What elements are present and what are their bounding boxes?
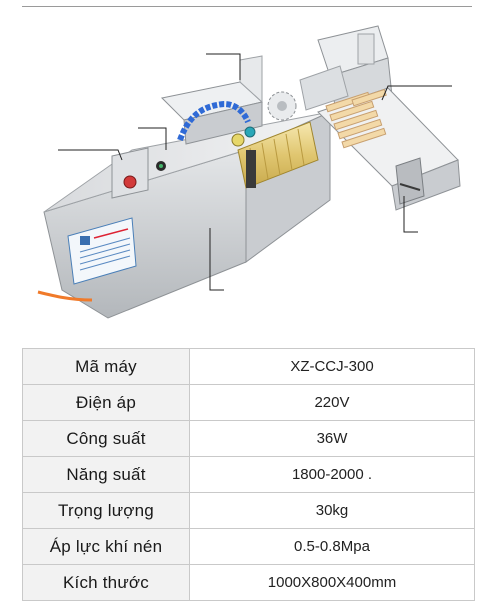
- spec-label: Năng suất: [22, 456, 190, 493]
- spec-label: Trọng lượng: [22, 492, 190, 529]
- feeder-mechanism: [299, 25, 393, 113]
- conveyor: [317, 87, 461, 211]
- table-row: Công suất 36W: [22, 420, 475, 457]
- table-row: Mã máy XZ-CCJ-300: [22, 348, 475, 385]
- spec-label: Điện áp: [22, 384, 190, 421]
- table-row: Trọng lượng 30kg: [22, 492, 475, 529]
- spec-value: 220V: [189, 384, 475, 421]
- table-row: Áp lực khí nén 0.5-0.8Mpa: [22, 528, 475, 565]
- gear-icon: [267, 91, 297, 121]
- control-box: [111, 147, 166, 199]
- callout-lines: [58, 53, 452, 291]
- spec-label: Kích thước: [22, 564, 190, 601]
- spec-value: 36W: [189, 420, 475, 457]
- table-row: Điện áp 220V: [22, 384, 475, 421]
- spec-label: Mã máy: [22, 348, 190, 385]
- spec-value: 1800-2000 .: [189, 456, 475, 493]
- spec-value: 30kg: [189, 492, 475, 529]
- table-row: Năng suất 1800-2000 .: [22, 456, 475, 493]
- nameplate: [67, 217, 137, 285]
- coolant-hose: [177, 100, 251, 142]
- top-divider: [22, 6, 472, 7]
- air-pipe: [37, 290, 93, 302]
- machine-photo: [37, 25, 461, 319]
- spec-table: Mã máy XZ-CCJ-300 Điện áp 220V Công suất…: [22, 348, 475, 601]
- emergency-stop-icon: [123, 175, 137, 189]
- roller-assembly: [231, 121, 319, 189]
- spec-label: Công suất: [22, 420, 190, 457]
- spec-value: 1000X800X400mm: [189, 564, 475, 601]
- spec-label: Áp lực khí nén: [22, 528, 190, 565]
- spec-value: 0.5-0.8Mpa: [189, 528, 475, 565]
- spec-value: XZ-CCJ-300: [189, 348, 475, 385]
- table-row: Kích thước 1000X800X400mm: [22, 564, 475, 601]
